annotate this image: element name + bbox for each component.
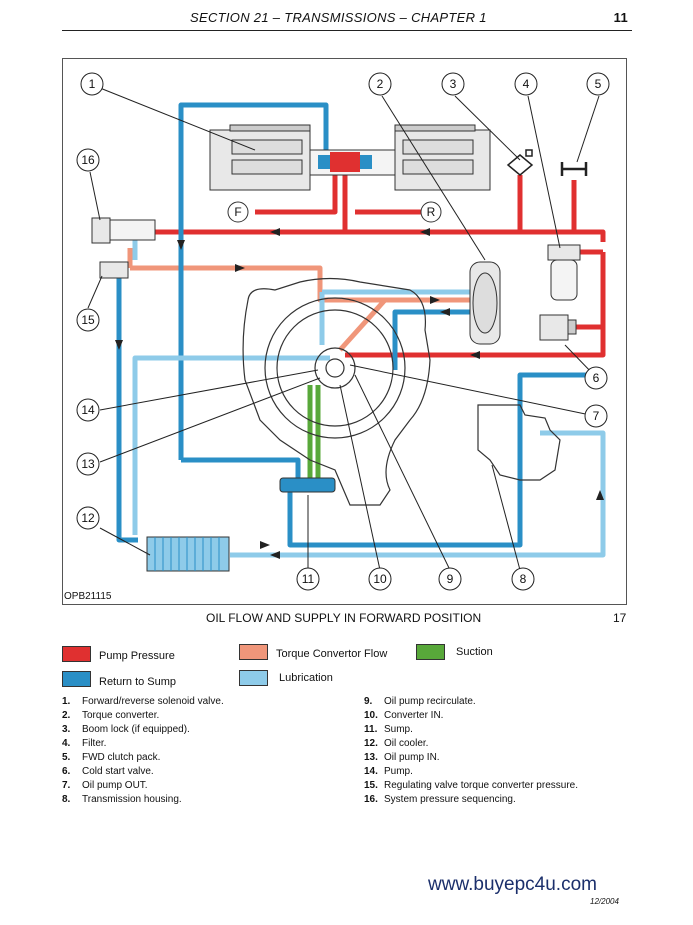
svg-text:16: 16 xyxy=(81,153,95,167)
callout-11: 11 xyxy=(296,567,320,591)
return-to-sump-lines xyxy=(116,102,600,548)
figure-caption: OIL FLOW AND SUPPLY IN FORWARD POSITION xyxy=(206,611,482,625)
lubrication-lines xyxy=(132,240,606,558)
list-item: 3.Boom lock (if equipped). xyxy=(62,724,190,735)
callout-15: 15 xyxy=(76,308,100,332)
svg-text:3: 3 xyxy=(450,77,457,91)
footer-date: 12/2004 xyxy=(590,897,619,906)
legend-label: Suction xyxy=(456,646,493,658)
figure-number: 17 xyxy=(613,611,627,625)
list-item: 2.Torque converter. xyxy=(62,710,160,721)
svg-text:2: 2 xyxy=(377,77,384,91)
callout-8: 8 xyxy=(511,567,535,591)
callout-16: 16 xyxy=(76,148,100,172)
callout-1: 1 xyxy=(80,72,104,96)
legend-label: Lubrication xyxy=(279,672,333,684)
svg-text:11: 11 xyxy=(302,572,315,586)
legend-label: Pump Pressure xyxy=(99,650,175,662)
list-item: 11.Sump. xyxy=(364,724,413,735)
legend-swatch xyxy=(239,670,268,686)
callout-6: 6 xyxy=(584,366,608,390)
svg-text:5: 5 xyxy=(595,77,602,91)
legend-swatch xyxy=(62,671,91,687)
sump-shape xyxy=(279,477,336,493)
callouts: 1 2 3 4 5 6 7 8 9 10 11 12 13 14 15 16 xyxy=(76,72,610,591)
list-item: 6.Cold start valve. xyxy=(62,766,154,777)
svg-text:15: 15 xyxy=(81,313,95,327)
legend-swatch xyxy=(62,646,91,662)
svg-text:14: 14 xyxy=(81,403,95,417)
website-link[interactable]: www.buyepc4u.com xyxy=(428,874,597,895)
svg-text:4: 4 xyxy=(523,77,530,91)
callout-5: 5 xyxy=(586,72,610,96)
pressure-sequencing-valve-shape xyxy=(91,217,156,244)
solenoid-valve xyxy=(209,124,491,191)
list-item: 4.Filter. xyxy=(62,738,107,749)
legend-swatch xyxy=(416,644,445,660)
list-item: 16.System pressure sequencing. xyxy=(364,794,516,805)
section-title: SECTION 21 – TRANSMISSIONS – CHAPTER 1 xyxy=(190,10,487,25)
clutch-pack-icon xyxy=(560,162,588,176)
svg-text:12: 12 xyxy=(81,511,95,525)
legend-label: Torque Convertor Flow xyxy=(276,648,388,660)
list-item: 8.Transmission housing. xyxy=(62,794,182,805)
list-item: 13.Oil pump IN. xyxy=(364,752,440,763)
header-rule xyxy=(62,30,632,31)
list-item: 15.Regulating valve torque converter pre… xyxy=(364,780,578,791)
svg-text:10: 10 xyxy=(373,572,387,586)
regulating-valve-shape xyxy=(99,261,129,279)
list-item: 5.FWD clutch pack. xyxy=(62,752,161,763)
list-item: 1.Forward/reverse solenoid valve. xyxy=(62,696,224,707)
callout-7: 7 xyxy=(584,404,608,428)
callout-14: 14 xyxy=(76,398,100,422)
svg-text:8: 8 xyxy=(520,572,527,586)
callout-9: 9 xyxy=(438,567,462,591)
torque-convertor-flow-lines xyxy=(127,248,470,352)
boom-lock-icon xyxy=(506,149,534,176)
suction-lines xyxy=(307,385,321,480)
list-item: 12.Oil cooler. xyxy=(364,738,429,749)
cold-start-valve-shape xyxy=(539,314,577,341)
callout-leaders xyxy=(87,87,600,571)
callout-2: 2 xyxy=(368,72,392,96)
svg-text:7: 7 xyxy=(593,409,600,423)
svg-text:9: 9 xyxy=(447,572,454,586)
forward-valve-marker: F xyxy=(227,201,249,223)
list-item: 14.Pump. xyxy=(364,766,413,777)
figure-id: OPB21115 xyxy=(64,591,112,602)
filter-shape xyxy=(547,244,581,301)
callout-13: 13 xyxy=(76,452,100,476)
parts-list: 1.Forward/reverse solenoid valve. 2.Torq… xyxy=(62,696,622,808)
figure-frame xyxy=(62,58,627,605)
legend-swatch xyxy=(239,644,268,660)
svg-text:6: 6 xyxy=(593,371,600,385)
list-item: 7.Oil pump OUT. xyxy=(62,780,148,791)
callout-12: 12 xyxy=(76,506,100,530)
reverse-label: R xyxy=(427,205,436,219)
transmission-housing-outline xyxy=(242,277,431,506)
callout-3: 3 xyxy=(441,72,465,96)
forward-label: F xyxy=(234,205,241,219)
list-item: 10.Converter IN. xyxy=(364,710,444,721)
torque-converter-shape xyxy=(469,261,501,345)
svg-text:1: 1 xyxy=(89,77,96,91)
pump-pressure-lines xyxy=(155,175,606,358)
list-item: 9.Oil pump recirculate. xyxy=(364,696,476,707)
svg-text:13: 13 xyxy=(81,457,95,471)
transmission-housing-right-shape xyxy=(477,404,561,481)
page-number: 11 xyxy=(613,10,628,25)
flow-arrows xyxy=(115,228,604,559)
callout-4: 4 xyxy=(514,72,538,96)
oil-cooler-shape xyxy=(146,536,230,572)
callout-10: 10 xyxy=(368,567,392,591)
reverse-valve-marker: R xyxy=(420,201,442,223)
legend-label: Return to Sump xyxy=(99,676,177,688)
